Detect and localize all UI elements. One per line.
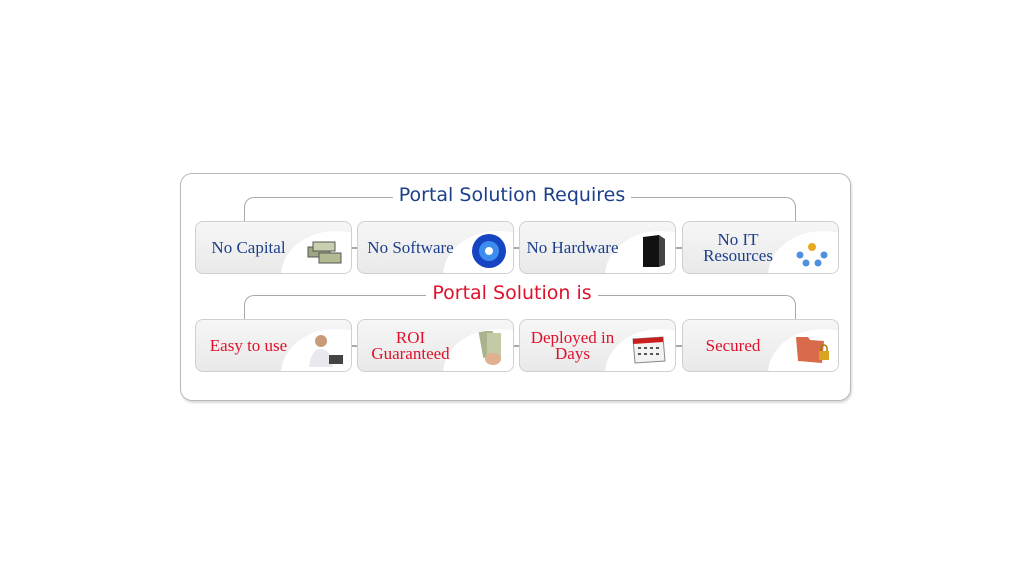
requires-title: Portal Solution Requires: [0, 184, 1024, 206]
is-title: Portal Solution is: [0, 282, 1024, 304]
box-label: Secured: [705, 335, 761, 355]
box-no-capital: No Capital: [195, 221, 352, 274]
person-laptop-icon: [309, 335, 343, 367]
box-no-hardware: No Hardware: [519, 221, 676, 274]
locked-folder-icon: [796, 337, 829, 363]
box-label: Deployed in Days: [530, 327, 615, 363]
money-stack-icon: [307, 241, 342, 264]
box-label: No Software: [367, 237, 454, 257]
box-secured: Secured: [682, 319, 839, 372]
calendar-icon: [632, 336, 666, 364]
cash-in-hand-icon: [478, 331, 501, 365]
box-no-it-resources: No IT Resources: [682, 221, 839, 274]
box-label: No Capital: [211, 237, 286, 257]
box-deployed-in-days: Deployed in Days: [519, 319, 676, 372]
box-label: No Hardware: [526, 237, 619, 257]
box-label: ROI Guaranteed: [371, 327, 450, 363]
box-label: Easy to use: [209, 335, 288, 355]
server-tower-icon: [643, 235, 665, 267]
box-no-software: No Software: [357, 221, 514, 274]
people-network-icon: [796, 243, 828, 267]
row2-connector: [350, 345, 682, 347]
row1-connector: [350, 247, 682, 249]
box-roi-guaranteed: ROI Guaranteed: [357, 319, 514, 372]
cd-disc-icon: [472, 234, 506, 268]
box-label: No IT Resources: [703, 229, 773, 265]
box-easy-to-use: Easy to use: [195, 319, 352, 372]
